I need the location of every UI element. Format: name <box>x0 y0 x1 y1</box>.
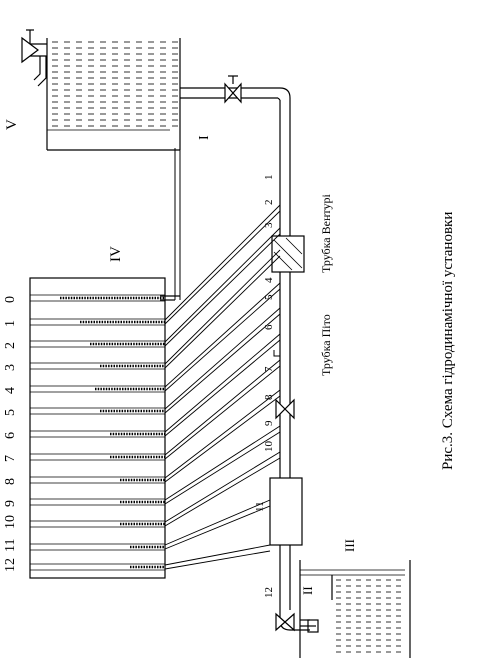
tube-number-4: 4 <box>3 387 18 394</box>
venturi-tube <box>271 235 305 273</box>
piezometer-tube-0 <box>30 294 165 302</box>
tube-number-8: 8 <box>3 478 18 485</box>
tank-iii <box>299 560 411 658</box>
pitot-tube <box>273 350 280 357</box>
piezometer-tube-12 <box>30 563 165 571</box>
connecting-lines <box>164 204 281 570</box>
point-number-8: 8 <box>263 394 275 400</box>
lead-b-11 <box>164 505 271 550</box>
inlet-pipe <box>21 29 47 87</box>
tube-number-2: 2 <box>3 342 18 349</box>
label-v: V <box>4 119 20 130</box>
lead-a-4 <box>164 282 281 388</box>
piezometer-tube-3 <box>30 362 165 370</box>
lead-a-6 <box>164 333 281 433</box>
point-number-9: 9 <box>263 420 275 426</box>
lead-b-7 <box>164 365 281 460</box>
lead-a-2 <box>164 227 281 343</box>
lead-a-7 <box>164 359 281 456</box>
piezometer-tube-1 <box>30 318 165 326</box>
supply-pipe <box>180 75 291 104</box>
piezometer-tube-7 <box>30 453 165 461</box>
tube-number-3: 3 <box>3 364 18 371</box>
lead-a-9 <box>164 425 281 501</box>
point-number-4: 4 <box>263 277 275 283</box>
figure-caption: Рис.3. Схема гідродинамічної установки <box>440 212 456 470</box>
piezometer-tubes <box>30 294 165 571</box>
tube-number-11: 11 <box>3 539 18 552</box>
label-pitot: Трубка Піто <box>319 314 333 376</box>
tube-number-5: 5 <box>3 409 18 416</box>
water-hatching <box>52 41 401 653</box>
tube-number-10: 10 <box>3 515 18 529</box>
point-number-7: 7 <box>263 366 275 372</box>
lead-a-10 <box>164 451 281 523</box>
tank-v <box>46 38 181 300</box>
point-number-3: 3 <box>263 222 275 228</box>
lead-b-4 <box>164 288 281 392</box>
lead-b-10 <box>164 457 281 527</box>
lead-a-3 <box>164 249 281 365</box>
label-iv: IV <box>108 246 124 262</box>
lead-a-5 <box>164 307 281 410</box>
piezometer-tube-5 <box>30 407 165 415</box>
point-number-11: 11 <box>254 501 266 512</box>
point-number-12: 12 <box>263 587 275 598</box>
piezometer-board <box>29 277 180 579</box>
tube-number-0: 0 <box>3 296 18 303</box>
piezometer-tube-9 <box>30 498 165 506</box>
point-number-10: 10 <box>263 441 275 453</box>
point-number-6: 6 <box>263 324 275 330</box>
tube-number-6: 6 <box>3 432 18 439</box>
tube-number-9: 9 <box>3 500 18 507</box>
lead-b-6 <box>164 339 281 437</box>
flow-chamber <box>269 477 303 546</box>
lead-a-11 <box>164 499 271 546</box>
piezometer-tube-8 <box>30 476 165 484</box>
lead-a-8 <box>164 389 281 479</box>
lead-b-8 <box>164 395 281 483</box>
control-valve <box>275 398 295 420</box>
lead-a-12 <box>164 544 271 566</box>
label-ii: II <box>300 586 315 595</box>
piezometer-tube-11 <box>30 543 165 551</box>
lead-b-9 <box>164 431 281 505</box>
piezometer-tube-4 <box>30 385 165 393</box>
lead-b-1 <box>164 210 281 325</box>
point-number-2: 2 <box>263 200 275 206</box>
lead-b-2 <box>164 233 281 347</box>
piezometer-tube-10 <box>30 520 165 528</box>
piezometer-tube-2 <box>30 340 165 348</box>
tube-number-7: 7 <box>3 455 18 462</box>
tube-number-12: 12 <box>3 558 18 572</box>
label-iii: III <box>342 539 357 552</box>
lead-b-3 <box>164 255 281 369</box>
drain-valve <box>275 612 319 633</box>
label-venturi: Трубка Вентурі <box>319 194 333 273</box>
piezometer-tube-6 <box>30 430 165 438</box>
point-number-1: 1 <box>263 175 275 181</box>
main-pipe <box>279 98 310 631</box>
tube-number-1: 1 <box>3 320 18 327</box>
label-i: I <box>197 135 212 140</box>
point-number-5: 5 <box>263 294 275 300</box>
lead-a-1 <box>164 204 281 321</box>
lead-b-5 <box>164 313 281 414</box>
lead-b-12 <box>164 550 271 570</box>
